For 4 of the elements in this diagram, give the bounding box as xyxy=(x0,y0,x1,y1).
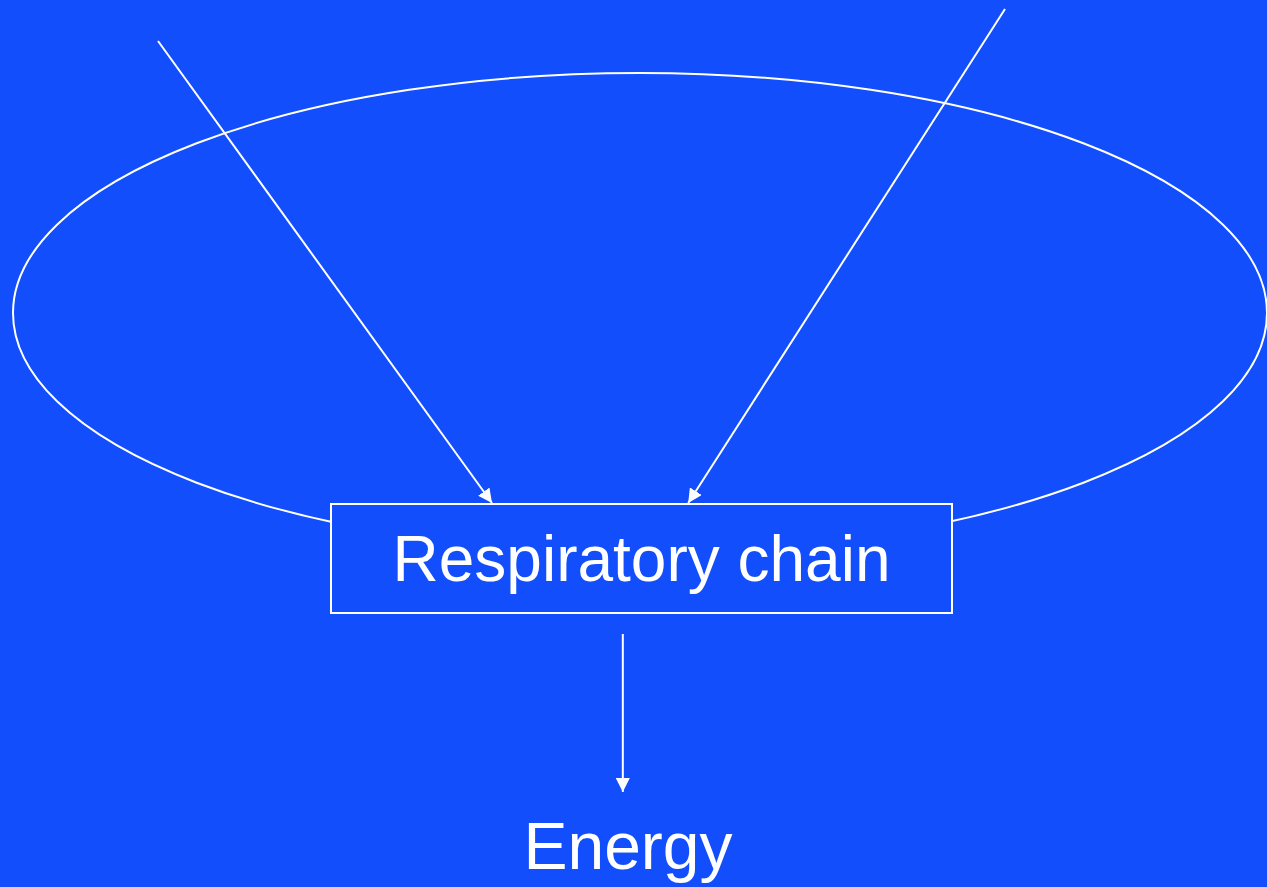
arrow xyxy=(157,40,493,504)
arrow xyxy=(687,8,1006,504)
arrow xyxy=(615,633,630,793)
process-box xyxy=(330,503,953,614)
